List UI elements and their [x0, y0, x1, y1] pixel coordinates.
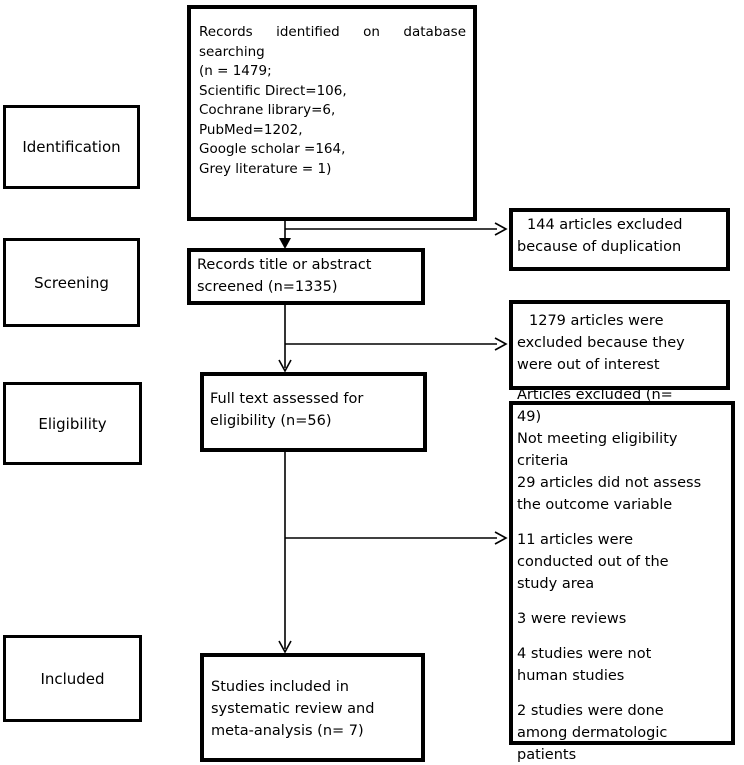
- full-text-excluded-text: Articles excluded (n= 49) Not meeting el…: [517, 384, 729, 765]
- full-text-assessed-text: Full text assessed for eligibility (n=56…: [210, 391, 364, 429]
- flow-box-full-text-assessed: Full text assessed for eligibility (n=56…: [200, 372, 427, 452]
- stage-box-included: Included: [3, 635, 142, 722]
- stage-label-included: Included: [40, 669, 105, 688]
- records-screened-text: Records title or abstract screened (n=13…: [197, 257, 372, 295]
- flow-box-records-screened: Records title or abstract screened (n=13…: [187, 248, 425, 305]
- records-identified-first-line: Records identified on database: [199, 24, 466, 40]
- full-text-excluded-paragraph: Articles excluded (n= 49) Not meeting el…: [517, 387, 702, 513]
- exclusion-box-out-of-interest: 1279 articles were excluded because they…: [509, 300, 730, 390]
- arrowhead-fulltext: [278, 359, 292, 373]
- full-text-excluded-paragraph: 3 were reviews: [517, 611, 627, 627]
- exclusion-box-duplication: 144 articles excluded because of duplica…: [509, 208, 730, 271]
- flow-box-records-identified: Records identified on database searching…: [187, 5, 477, 221]
- out-of-interest-text: 1279 articles were excluded because they…: [517, 313, 685, 373]
- arrowhead-included: [278, 640, 292, 654]
- stage-label-eligibility: Eligibility: [38, 414, 107, 433]
- arrowhead-articles-excluded: [494, 531, 508, 545]
- duplication-text: 144 articles excluded because of duplica…: [517, 217, 683, 255]
- arrowhead-duplication: [494, 222, 508, 236]
- stage-box-screening: Screening: [3, 238, 140, 327]
- stage-box-identification: Identification: [3, 105, 140, 189]
- exclusion-box-full-text-excluded: [509, 401, 735, 745]
- studies-included-text: Studies included in systematic review an…: [211, 679, 375, 739]
- flow-box-studies-included: Studies included in systematic review an…: [200, 653, 425, 762]
- full-text-excluded-paragraph: 2 studies were done among dermatologic p…: [517, 703, 668, 763]
- full-text-excluded-paragraph: 11 articles were conducted out of the st…: [517, 532, 669, 592]
- records-identified-details: searching (n = 1479; Scientific Direct=1…: [199, 43, 347, 177]
- arrowhead-out-of-interest: [494, 337, 508, 351]
- stage-label-screening: Screening: [34, 273, 109, 292]
- full-text-excluded-paragraph: 4 studies were not human studies: [517, 646, 652, 684]
- stage-label-identification: Identification: [22, 138, 121, 156]
- stage-box-eligibility: Eligibility: [3, 382, 142, 465]
